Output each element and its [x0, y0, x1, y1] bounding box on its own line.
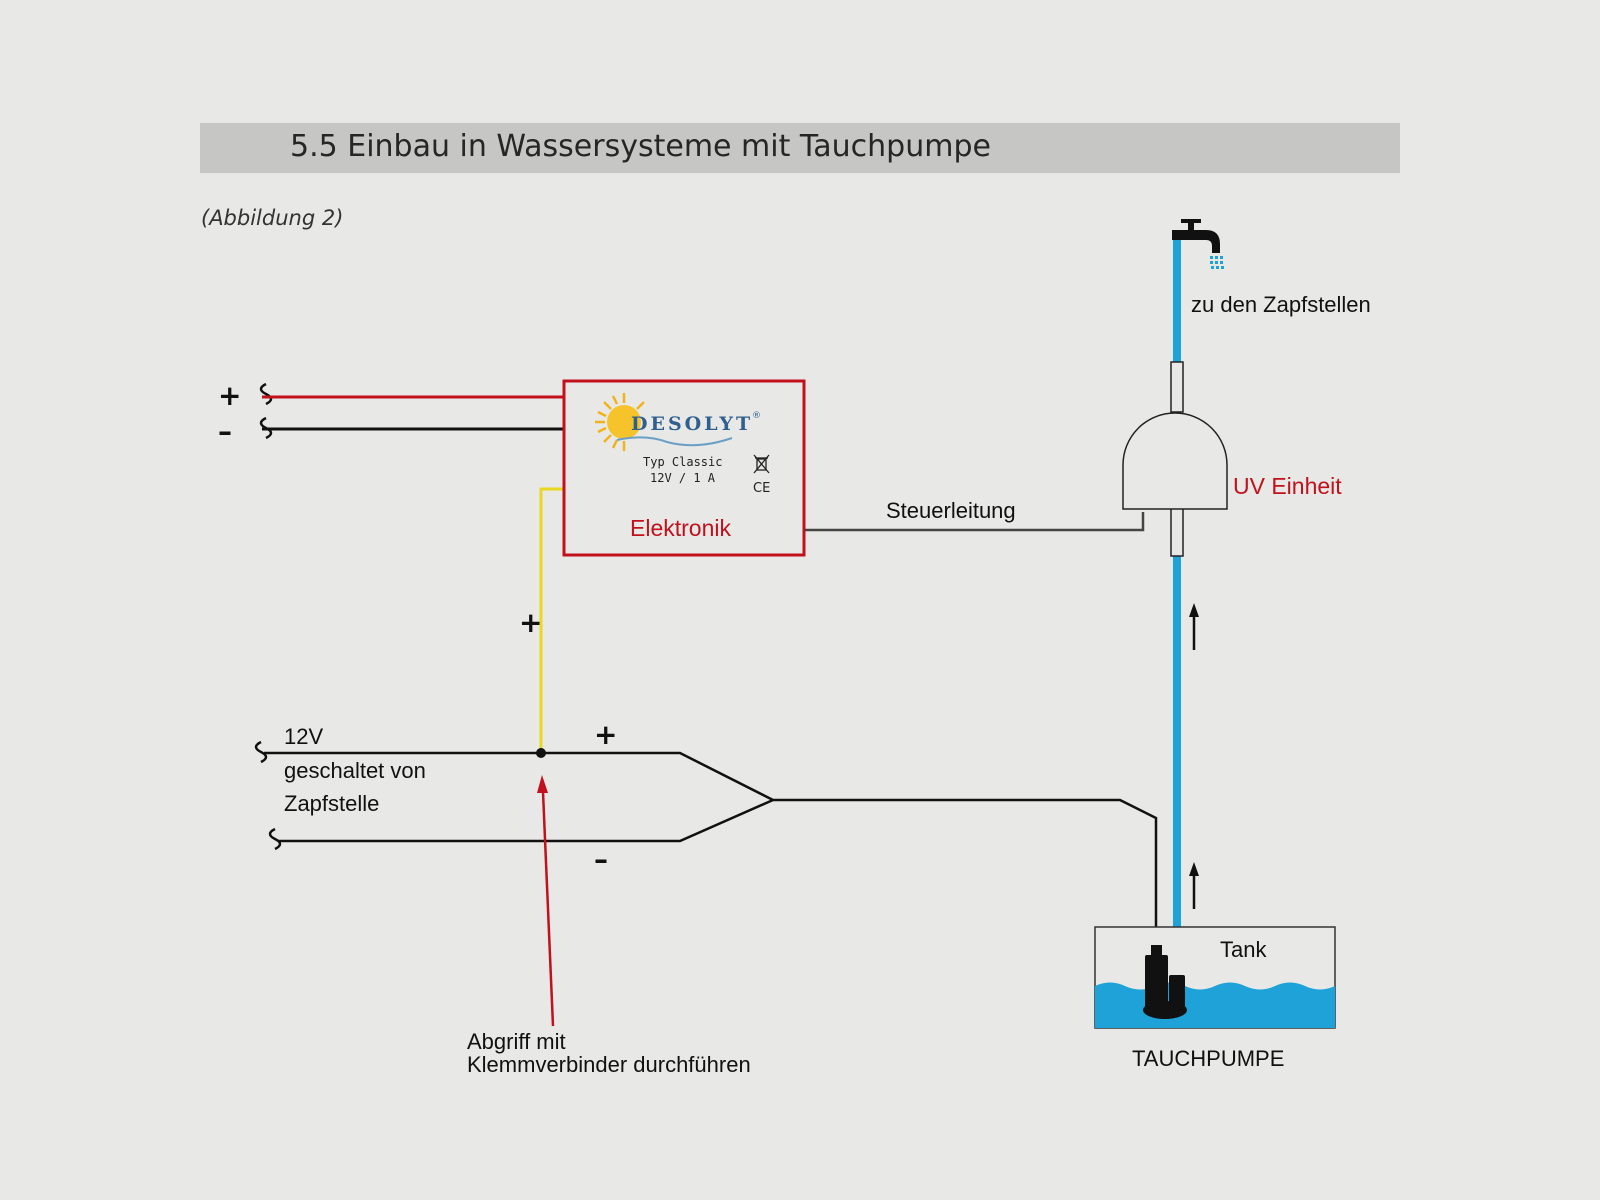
pump-minus-sign: –: [594, 843, 608, 876]
pump-plus-wire: [264, 751, 1158, 953]
switched-minus-terminal: [268, 827, 282, 851]
abgriff-label-line2: Klemmverbinder durchführen: [467, 1052, 751, 1077]
switched-label-line2: geschaltet von: [284, 758, 426, 783]
switched-plus-terminal: [254, 740, 268, 764]
tap-point-arrow-icon: [537, 775, 555, 1027]
steuerleitung-label: Steuerleitung: [886, 498, 1016, 523]
section-title: 5.5 Einbau in Wassersysteme mit Tauchpum…: [290, 129, 991, 164]
flow-arrow-icon: [1189, 603, 1199, 650]
uv-unit: [1122, 361, 1228, 557]
top-minus-sign: –: [218, 415, 232, 448]
faucet-icon: [1172, 219, 1224, 269]
tank-label: Tank: [1220, 937, 1267, 962]
splice-junction: [536, 748, 546, 758]
yellow-plus-wire: [539, 487, 563, 753]
submersible-pump-icon: [1143, 945, 1187, 1019]
tank: Tank: [1094, 926, 1336, 1029]
uv-einheit-label: UV Einheit: [1233, 473, 1342, 499]
section-title-bar: 5.5 Einbau in Wassersysteme mit Tauchpum…: [200, 123, 1400, 173]
control-line: [805, 512, 1145, 532]
zapfstellen-label: zu den Zapfstellen: [1191, 292, 1371, 317]
elektronik-unit: DESOLYT ® Typ Classic 12V / 1 A CE Elekt…: [562, 379, 806, 557]
brand-name: DESOLYT: [631, 413, 753, 435]
top-plus-sign: +: [218, 379, 241, 412]
pump-plus-sign: +: [594, 718, 617, 751]
rating-line: 12V / 1 A: [650, 471, 716, 485]
uv-housing: [1122, 412, 1228, 510]
tank-water: [1095, 982, 1335, 1028]
flow-arrow-icon: [1189, 862, 1199, 909]
figure-caption: (Abbildung 2): [201, 206, 344, 230]
switched-label-12v: 12V: [284, 724, 323, 749]
ce-mark: CE: [753, 481, 770, 496]
sun-logo-icon: [595, 393, 733, 451]
weee-bin-icon: [753, 454, 770, 474]
pump-minus-wire: [278, 798, 774, 843]
tauchpumpe-label: TAUCHPUMPE: [1132, 1046, 1284, 1071]
trademark-mark: ®: [752, 411, 761, 421]
top-plus-terminal: [259, 382, 273, 406]
type-line: Typ Classic: [643, 455, 722, 469]
elektronik-label: Elektronik: [630, 515, 731, 541]
abgriff-label-line1: Abgriff mit: [467, 1029, 566, 1054]
switched-label-line3: Zapfstelle: [284, 791, 379, 816]
yellow-wire-plus-sign: +: [519, 606, 542, 639]
